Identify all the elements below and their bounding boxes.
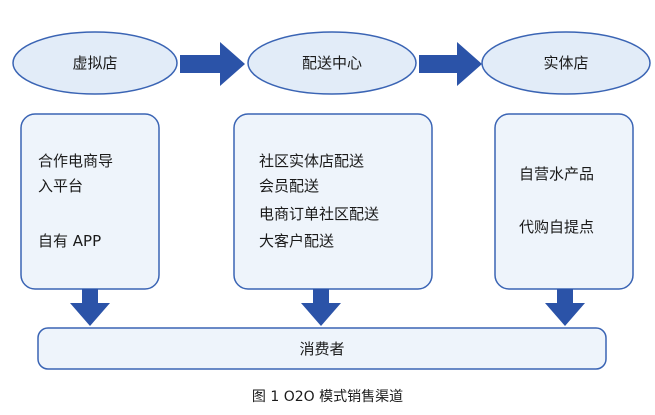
channel-box-distribution-line-4: 大客户配送	[259, 232, 334, 250]
channel-box-distribution-line-2: 会员配送	[259, 177, 319, 195]
node-physical-store-label: 实体店	[543, 54, 588, 72]
channel-box-distribution-line-3: 电商订单社区配送	[259, 205, 379, 223]
node-virtual-store	[12, 31, 178, 95]
channel-box-distribution-text: 社区实体店配送 会员配送 电商订单社区配送 大客户配送	[259, 152, 384, 250]
node-distribution-center	[247, 31, 417, 95]
channel-box-virtual-line-4: 自有 APP	[38, 232, 101, 250]
channel-box-virtual	[20, 113, 160, 290]
channel-box-virtual-line-2: 入平台	[38, 177, 83, 195]
arrow-down-3	[545, 289, 585, 326]
channel-box-distribution	[233, 113, 433, 290]
channel-box-distribution-line-1: 社区实体店配送	[259, 152, 364, 170]
figure-caption: 图 1 O2O 模式销售渠道	[251, 389, 404, 405]
channel-box-virtual-line-1: 合作电商导	[38, 152, 113, 170]
node-physical-store	[481, 31, 651, 95]
channel-box-physical-line-1: 自营水产品	[519, 165, 594, 183]
channel-box-physical-line-3: 代购自提点	[519, 218, 594, 236]
arrow-right-1	[180, 42, 245, 86]
arrow-right-2	[419, 42, 482, 86]
node-distribution-center-label: 配送中心	[302, 54, 362, 72]
channel-box-physical-text: 自营水产品 代购自提点	[519, 165, 599, 236]
node-consumer-label: 消费者	[299, 340, 344, 358]
arrow-down-1	[70, 289, 110, 326]
node-virtual-store-label: 虚拟店	[72, 54, 117, 72]
channel-box-virtual-text: 合作电商导 入平台 自有 APP	[38, 152, 118, 250]
arrow-down-2	[301, 289, 341, 326]
channel-box-physical	[494, 113, 634, 290]
node-consumer	[37, 327, 607, 370]
